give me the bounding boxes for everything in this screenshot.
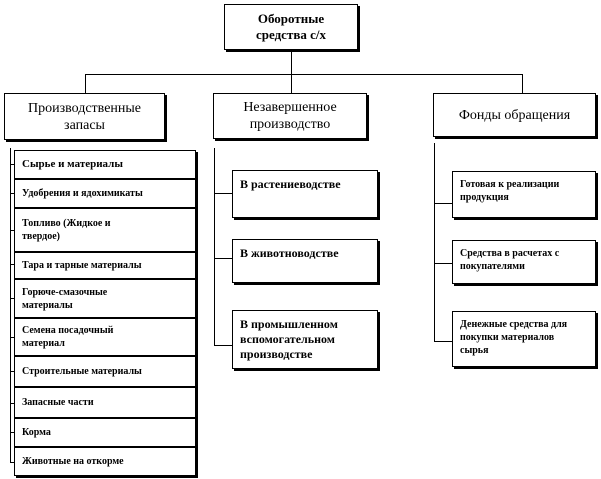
column-2-tick [214, 258, 232, 259]
column-1-tick [10, 193, 14, 194]
list-item-label: Тара и тарные материалы [22, 259, 142, 271]
category-work-in-progress: Незавершенное производство [213, 93, 367, 139]
branch-drop-3 [522, 74, 523, 93]
column-3-tick [434, 341, 452, 342]
column-1-tick [10, 462, 14, 463]
column-3-tick [434, 263, 452, 264]
branch-line [85, 74, 522, 75]
list-item-label: Корма [22, 426, 51, 438]
category-circulation-funds: Фонды обращения [433, 93, 596, 137]
root-connector [291, 50, 292, 74]
column-2-spine [214, 148, 215, 345]
list-item-label: Семена посадочный материал [22, 325, 114, 349]
list-item-label: В животноводстве [240, 246, 339, 260]
column-1-tick [10, 403, 14, 404]
branch-drop-1 [85, 74, 86, 93]
list-item-label: Горюче-смазочные материалы [22, 286, 108, 311]
column-1-tick [10, 230, 14, 231]
list-item-label: Удобрения и ядохимикаты [22, 187, 143, 199]
list-item-label: В промышленном вспомогательном производс… [240, 317, 338, 361]
list-item: Топливо (Жидкое и твердое) [14, 208, 196, 252]
list-item: Строительные материалы [14, 356, 196, 387]
list-item-label: Топливо (Жидкое и твердое) [22, 218, 111, 242]
list-item-label: Денежные средства для покупки материалов… [460, 319, 568, 356]
list-item-label: Сырье и материалы [22, 158, 123, 170]
category-title: Незавершенное производство [243, 100, 337, 132]
list-item: Запасные части [14, 387, 196, 418]
category-production-stocks: Производственные запасы [4, 93, 165, 140]
root-node: Оборотные средства с/х [224, 4, 358, 50]
column-3-spine [434, 143, 435, 341]
list-item-label: Строительные материалы [22, 365, 142, 377]
category-title: Фонды обращения [458, 107, 571, 123]
list-item: В промышленном вспомогательном производс… [232, 310, 378, 369]
list-item-label: Запасные части [22, 396, 94, 408]
column-2-tick [214, 193, 232, 194]
column-1-tick [10, 432, 14, 433]
list-item: Сырье и материалы [14, 150, 196, 179]
list-item: Удобрения и ядохимикаты [14, 179, 196, 208]
list-item: Животные на откорме [14, 447, 196, 476]
branch-drop-2 [291, 74, 292, 93]
list-item-label: Животные на откорме [22, 455, 124, 467]
column-1-tick [10, 371, 14, 372]
column-3-tick [434, 203, 452, 204]
column-1-tick [10, 337, 14, 338]
list-item-label: В растениеводстве [240, 177, 341, 191]
column-1-tick [10, 264, 14, 265]
category-title: Производственные запасы [27, 100, 142, 133]
column-1-spine [10, 148, 11, 462]
list-item: В растениеводстве [232, 170, 378, 218]
list-item-label: Готовая к реализации продукция [460, 179, 560, 203]
list-item: В животноводстве [232, 239, 378, 283]
list-item: Денежные средства для покупки материалов… [452, 311, 596, 367]
root-label: Оборотные средства с/х [256, 11, 326, 42]
list-item: Семена посадочный материал [14, 318, 196, 356]
column-2-tick [214, 345, 232, 346]
list-item-label: Средства в расчетах с покупателями [460, 248, 560, 272]
list-item: Горюче-смазочные материалы [14, 279, 196, 318]
list-item: Корма [14, 418, 196, 447]
list-item: Средства в расчетах с покупателями [452, 240, 596, 284]
column-1-tick [10, 164, 14, 165]
column-1-tick [10, 298, 14, 299]
list-item: Тара и тарные материалы [14, 252, 196, 279]
list-item: Готовая к реализации продукция [452, 171, 596, 218]
